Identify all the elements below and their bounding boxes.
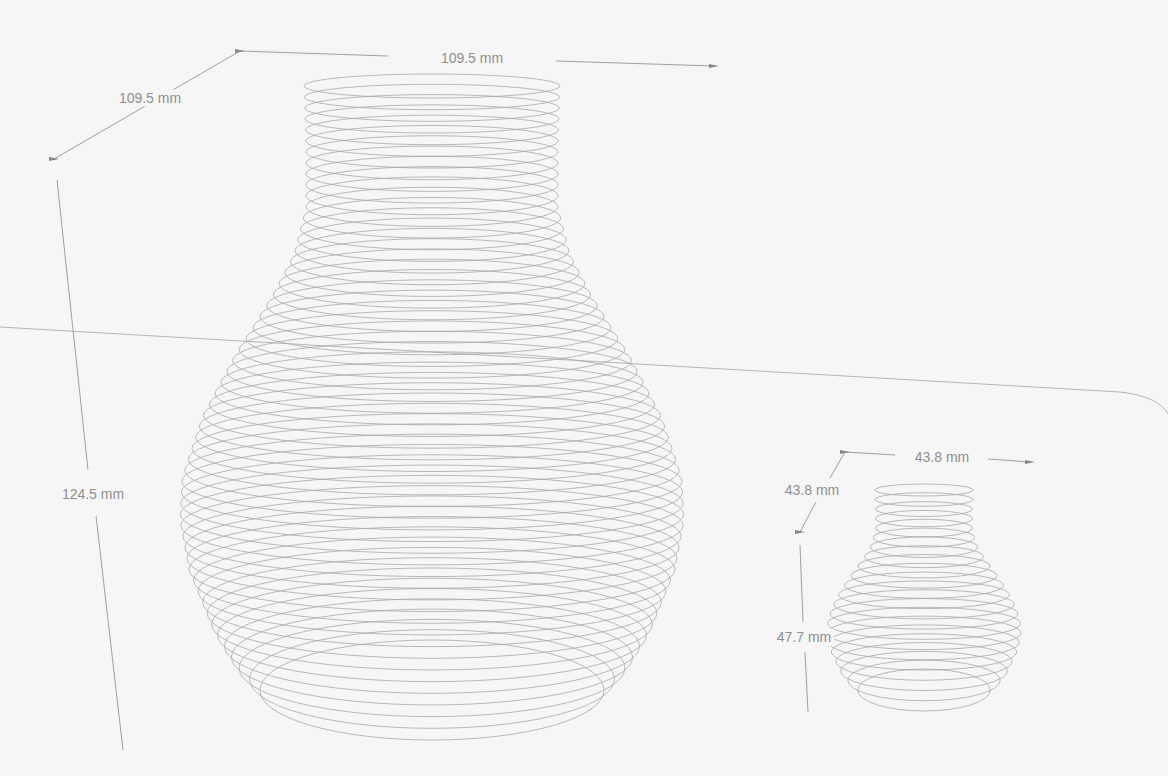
dimension-arrow <box>795 530 805 534</box>
layer-ring <box>183 496 681 577</box>
dimension-line <box>988 459 1030 462</box>
layer-ring <box>285 249 579 296</box>
layer-ring <box>864 546 983 568</box>
dimension-label: 124.5 mm <box>59 486 127 503</box>
dimension-label: 43.8 mm <box>782 482 842 499</box>
layer-ring <box>875 510 972 526</box>
layer-ring <box>831 634 1016 670</box>
layer-ring <box>227 342 638 402</box>
layer-ring <box>836 643 1012 681</box>
dimension-line <box>54 51 240 159</box>
layer-ring <box>187 517 677 600</box>
dimension-arrow <box>840 450 850 454</box>
layer-ring <box>295 228 569 273</box>
layer-ring <box>250 630 615 729</box>
dimension-ticks <box>49 49 1035 534</box>
layer-ring <box>180 475 683 553</box>
layer-ring <box>306 187 558 226</box>
dimension-arrow <box>709 64 719 68</box>
dimension-line <box>96 516 123 750</box>
layer-ring <box>828 607 1021 639</box>
layer-ring <box>215 362 649 425</box>
layer-ring <box>875 502 972 517</box>
layer-ring <box>305 105 559 133</box>
layer-ring <box>260 290 604 343</box>
layer-ring <box>841 651 1007 690</box>
layer-ring <box>827 616 1021 649</box>
small-vase <box>827 484 1021 711</box>
dimension-line <box>805 652 808 712</box>
layer-ring <box>217 589 646 682</box>
layer-ring <box>834 590 1014 619</box>
layer-ring <box>306 136 558 168</box>
dimension-lines <box>54 51 1030 750</box>
dimension-line <box>556 61 714 66</box>
large-vase <box>180 74 683 740</box>
layer-ring <box>233 331 632 390</box>
dimension-label: 43.8 mm <box>912 449 972 466</box>
layer-ring <box>875 493 973 506</box>
dimension-line <box>240 51 388 56</box>
layer-ring <box>267 280 597 332</box>
layer-ring <box>198 547 666 635</box>
layer-ring <box>181 465 683 542</box>
layer-ring <box>182 444 682 518</box>
dimension-arrow <box>235 49 245 53</box>
layer-ring <box>875 484 974 496</box>
dimension-label: 109.5 mm <box>116 90 184 107</box>
layer-ring <box>209 372 654 436</box>
layer-ring <box>839 581 1010 609</box>
dimension-label: 109.5 mm <box>438 50 506 67</box>
layer-ring <box>305 95 560 122</box>
layer-ring <box>203 558 662 647</box>
layer-ring <box>306 146 558 180</box>
layer-ring <box>306 177 558 215</box>
dimension-line <box>57 180 88 470</box>
layer-ring <box>306 125 558 156</box>
dimension-line <box>800 502 816 532</box>
layer-ring <box>858 669 990 711</box>
layer-ring <box>239 321 625 378</box>
layer-ring <box>181 486 683 565</box>
layer-ring <box>873 528 974 547</box>
dimension-line <box>830 452 845 478</box>
layer-ring <box>848 660 1000 701</box>
layer-ring <box>224 599 639 693</box>
layer-ring <box>231 609 632 705</box>
layer-ring <box>239 619 625 716</box>
layer-ring <box>194 537 671 623</box>
layer-ring <box>830 599 1018 630</box>
layer-ring <box>203 383 660 448</box>
layer-ring <box>260 640 604 740</box>
dimension-line <box>845 452 895 455</box>
dimension-line <box>800 545 803 622</box>
layer-ring <box>306 156 558 191</box>
layer-ring <box>298 218 566 261</box>
layer-ring <box>273 270 590 320</box>
layer-ring <box>304 84 559 109</box>
layer-ring <box>291 239 574 285</box>
dimension-arrow <box>1025 460 1035 464</box>
layer-ring <box>851 563 997 588</box>
dimension-label: 47.7 mm <box>774 629 834 646</box>
dimension-arrow <box>49 157 59 161</box>
layer-ring <box>207 568 657 658</box>
layer-ring <box>845 572 1004 598</box>
layer-ring <box>212 578 653 670</box>
